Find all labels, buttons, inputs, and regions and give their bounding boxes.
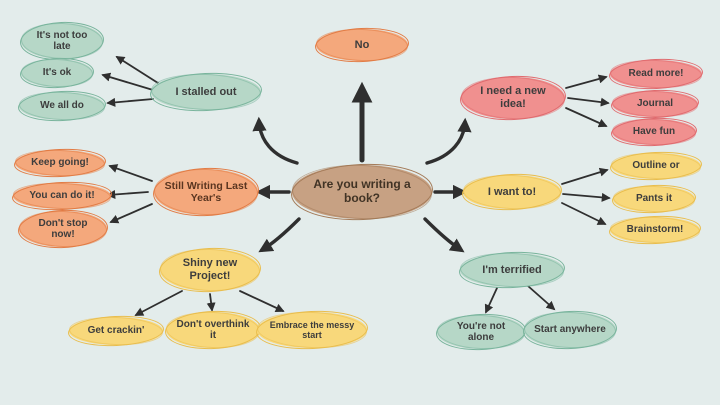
node-dont-stop-now: Don't stop now! <box>19 211 107 247</box>
node-label: Journal <box>636 98 674 110</box>
node-get-crackin: Get crackin' <box>69 317 163 345</box>
node-label: I'm terrified <box>482 263 542 276</box>
node-no: No <box>316 29 408 61</box>
node-you-can-do-it: You can do it! <box>13 183 111 209</box>
node-label: Start anywhere <box>534 324 606 336</box>
node-i-stalled-out: I stalled out <box>151 74 261 110</box>
arrow-shiny-3 <box>239 290 285 313</box>
arrow-want-to-1 <box>561 167 609 185</box>
node-label: Outline or <box>632 160 680 172</box>
node-we-all-do: We all do <box>19 92 105 120</box>
arrow-still-writing-3 <box>109 203 153 224</box>
node-center-are-you-writing-a-book: Are you writing a book? <box>292 165 432 219</box>
node-label: Keep going! <box>31 157 89 169</box>
node-its-ok: It's ok <box>21 59 93 87</box>
node-youre-not-alone: You're not alone <box>437 315 525 349</box>
node-im-terrified: I'm terrified <box>460 253 564 287</box>
node-keep-going: Keep going! <box>15 150 105 176</box>
arrow-still-writing-1 <box>108 164 153 182</box>
node-label: Don't overthink it <box>176 318 250 342</box>
arrow-stalled-2 <box>101 72 154 91</box>
arrow-stalled-1 <box>115 56 159 84</box>
arrow-new-idea-3 <box>565 107 608 128</box>
node-outline-or: Outline or <box>611 153 701 179</box>
arrow-still-writing-2 <box>106 189 149 199</box>
arrow-center-to-shiny <box>258 217 301 253</box>
node-embrace-the-messy-start: Embrace the messy start <box>257 312 367 348</box>
node-label: Embrace the messy start <box>269 319 355 340</box>
node-still-writing-last-years: Still Writing Last Year's <box>154 169 258 215</box>
node-label: It's not too late <box>36 29 88 53</box>
node-label: Pants it <box>635 193 673 205</box>
node-label: Get crackin' <box>87 325 145 337</box>
node-label: Are you writing a book? <box>313 177 411 205</box>
arrow-center-to-new-idea <box>425 117 472 165</box>
node-label: You can do it! <box>29 190 95 202</box>
node-dont-overthink-it: Don't overthink it <box>166 312 260 348</box>
node-label: Don't stop now! <box>38 217 88 241</box>
node-label: It's ok <box>42 67 72 79</box>
node-journal: Journal <box>612 91 698 117</box>
node-label: Still Writing Last Year's <box>164 179 248 204</box>
arrow-shiny-1 <box>134 290 183 316</box>
node-label: Brainstorm! <box>626 224 684 236</box>
node-label: I need a new idea! <box>480 85 546 110</box>
arrow-terrified-2 <box>527 285 556 311</box>
node-label: Have fun <box>632 126 676 138</box>
arrow-terrified-1 <box>484 287 498 314</box>
arrow-new-idea-2 <box>567 97 610 107</box>
node-i-want-to: I want to! <box>463 175 561 209</box>
arrow-center-to-terrified <box>423 217 465 253</box>
node-label: I stalled out <box>175 85 237 98</box>
node-have-fun: Have fun <box>612 119 696 145</box>
arrow-shiny-2 <box>206 293 216 312</box>
arrow-stalled-3 <box>106 97 154 107</box>
node-i-need-a-new-idea: I need a new idea! <box>461 77 565 119</box>
arrow-center-to-stalled <box>252 116 299 165</box>
node-its-not-too-late: It's not too late <box>21 23 103 59</box>
node-read-more: Read more! <box>610 60 702 88</box>
node-label: Shiny new Project! <box>182 257 238 282</box>
node-pants-it: Pants it <box>613 186 695 212</box>
arrow-new-idea-1 <box>565 74 608 89</box>
node-start-anywhere: Start anywhere <box>524 312 616 348</box>
node-label: We all do <box>40 100 84 112</box>
node-label: I want to! <box>487 185 537 198</box>
node-label: You're not alone <box>456 320 506 344</box>
node-label: Read more! <box>628 68 684 80</box>
node-shiny-new-project: Shiny new Project! <box>160 249 260 291</box>
arrow-want-to-3 <box>561 202 607 225</box>
arrow-want-to-2 <box>562 192 611 202</box>
node-brainstorm: Brainstorm! <box>610 217 700 243</box>
node-label: No <box>354 38 370 51</box>
